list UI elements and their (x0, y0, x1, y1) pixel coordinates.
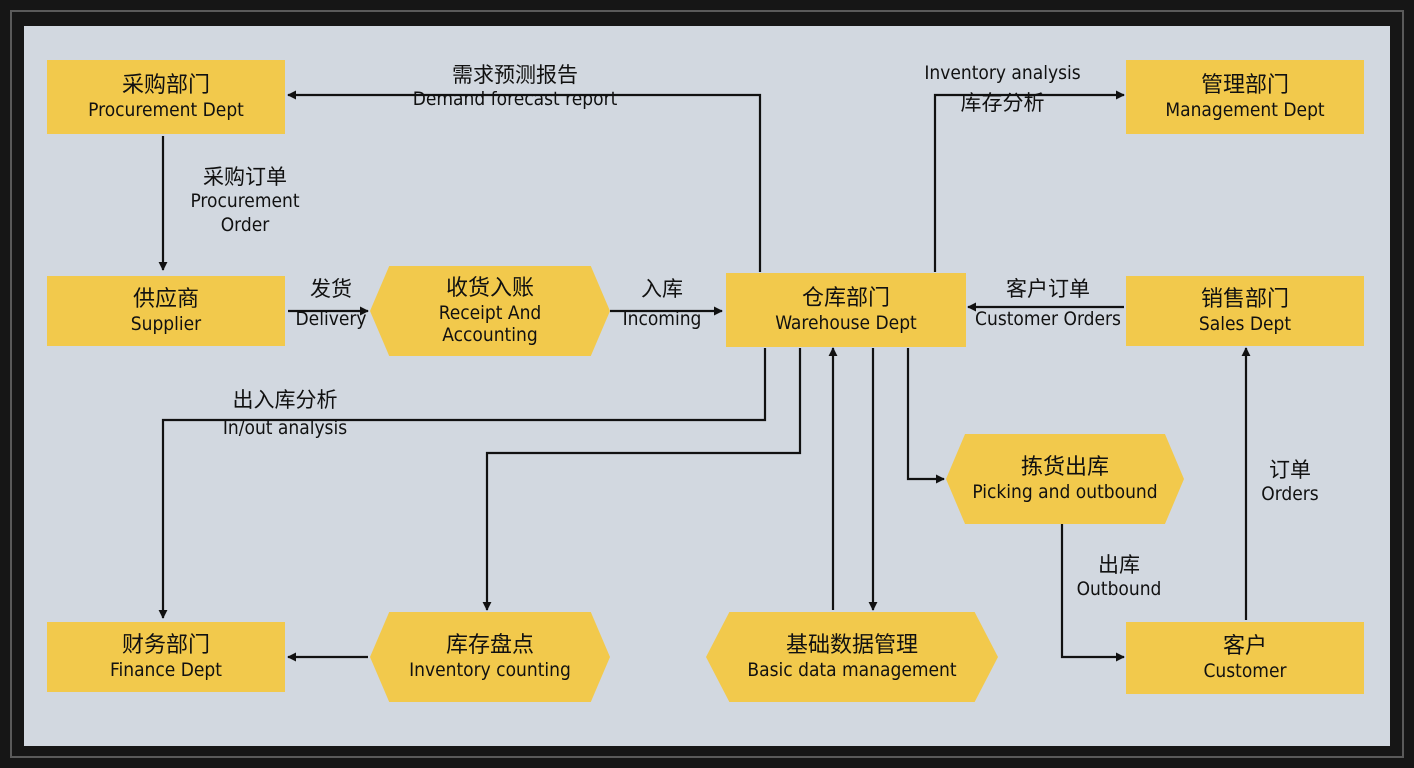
outbound-zh: 出库 (1098, 553, 1140, 577)
arrow-inventory-counting (482, 348, 802, 611)
customer-orders-label: 客户订单 Customer Orders (958, 276, 1138, 332)
inventory-counting-node: 库存盘点 Inventory counting (370, 612, 610, 702)
delivery-en: Delivery (295, 308, 367, 331)
incoming-en: Incoming (622, 308, 702, 331)
inventory-analysis-en: Inventory analysis (924, 62, 1081, 84)
procurement-order-zh: 采购订单 (203, 165, 287, 189)
receipt-accounting-zh: 收货入账 (445, 275, 534, 301)
customer-orders-en: Customer Orders (975, 308, 1121, 331)
orders-en: Orders (1261, 483, 1319, 506)
arrow-demand-forecast (287, 90, 762, 272)
screen-bezel (10, 10, 1404, 758)
delivery-label: 发货 Delivery (286, 276, 376, 332)
procurement-order-en-line1: Procurement (190, 190, 300, 213)
receipt-accounting-en-line2: Accounting (442, 323, 538, 346)
delivery-zh: 发货 (310, 277, 352, 301)
inout-analysis-en: In/out analysis (222, 417, 348, 440)
customer-node: 客户 Customer (1126, 622, 1364, 694)
finance-dept-en: Finance Dept (110, 658, 222, 681)
inventory-counting-en: Inventory counting (409, 658, 571, 681)
outbound-label: 出库 Outbound (1066, 552, 1172, 602)
incoming-label: 入库 Incoming (612, 276, 712, 332)
picking-outbound-en: Picking and outbound (972, 480, 1158, 503)
outbound-en: Outbound (1076, 578, 1162, 601)
sales-dept-zh: 销售部门 (1200, 286, 1289, 312)
procurement-order-label: 采购订单 Procurement Order (170, 164, 320, 238)
orders-label: 订单 Orders (1250, 457, 1330, 507)
sales-dept-en: Sales Dept (1198, 312, 1292, 335)
picking-outbound-node: 拣货出库 Picking and outbound (946, 434, 1184, 524)
receipt-accounting-en-line1: Receipt And (438, 301, 542, 324)
procurement-dept-en: Procurement Dept (88, 98, 244, 121)
arrow-inventory-analysis (933, 90, 1125, 272)
inventory-counting-zh: 库存盘点 (445, 632, 534, 658)
management-dept-zh: 管理部门 (1200, 72, 1289, 98)
orders-zh: 订单 (1269, 458, 1311, 482)
inout-analysis-label: 出入库分析 In/out analysis (190, 387, 380, 441)
sales-dept-node: 销售部门 Sales Dept (1126, 276, 1364, 346)
supplier-node: 供应商 Supplier (47, 276, 285, 346)
basic-data-management-zh: 基础数据管理 (785, 632, 918, 658)
customer-orders-zh: 客户订单 (1006, 277, 1090, 301)
customer-zh: 客户 (1222, 633, 1267, 659)
warehouse-dept-en: Warehouse Dept (775, 311, 917, 334)
demand-forecast-zh: 需求预测报告 (452, 63, 578, 87)
warehouse-dept-zh: 仓库部门 (801, 285, 890, 311)
demand-forecast-label: 需求预测报告 Demand forecast report (380, 62, 650, 112)
inventory-analysis-label: Inventory analysis 库存分析 (895, 62, 1110, 116)
warehouse-dept-node: 仓库部门 Warehouse Dept (726, 273, 966, 347)
procurement-order-en-line2: Order (220, 214, 270, 236)
finance-dept-node: 财务部门 Finance Dept (47, 622, 285, 692)
procurement-dept-zh: 采购部门 (121, 72, 210, 98)
inout-analysis-zh: 出入库分析 (232, 388, 338, 412)
picking-outbound-zh: 拣货出库 (1020, 454, 1109, 480)
basic-data-management-node: 基础数据管理 Basic data management (706, 612, 998, 702)
basic-data-management-en: Basic data management (747, 658, 957, 681)
supplier-zh: 供应商 (132, 286, 199, 312)
customer-en: Customer (1203, 659, 1287, 682)
receipt-accounting-node: 收货入账 Receipt And Accounting (370, 266, 610, 356)
arrow-picking (906, 348, 945, 484)
arrow-inout-analysis (158, 348, 767, 619)
management-dept-en: Management Dept (1165, 98, 1325, 121)
incoming-zh: 入库 (641, 277, 683, 301)
supplier-en: Supplier (130, 312, 202, 335)
demand-forecast-en: Demand forecast report (412, 88, 618, 111)
procurement-dept-node: 采购部门 Procurement Dept (47, 60, 285, 134)
arrow-outbound (1060, 524, 1125, 662)
inventory-analysis-zh: 库存分析 (960, 90, 1045, 115)
management-dept-node: 管理部门 Management Dept (1126, 60, 1364, 134)
finance-dept-zh: 财务部门 (121, 632, 210, 658)
